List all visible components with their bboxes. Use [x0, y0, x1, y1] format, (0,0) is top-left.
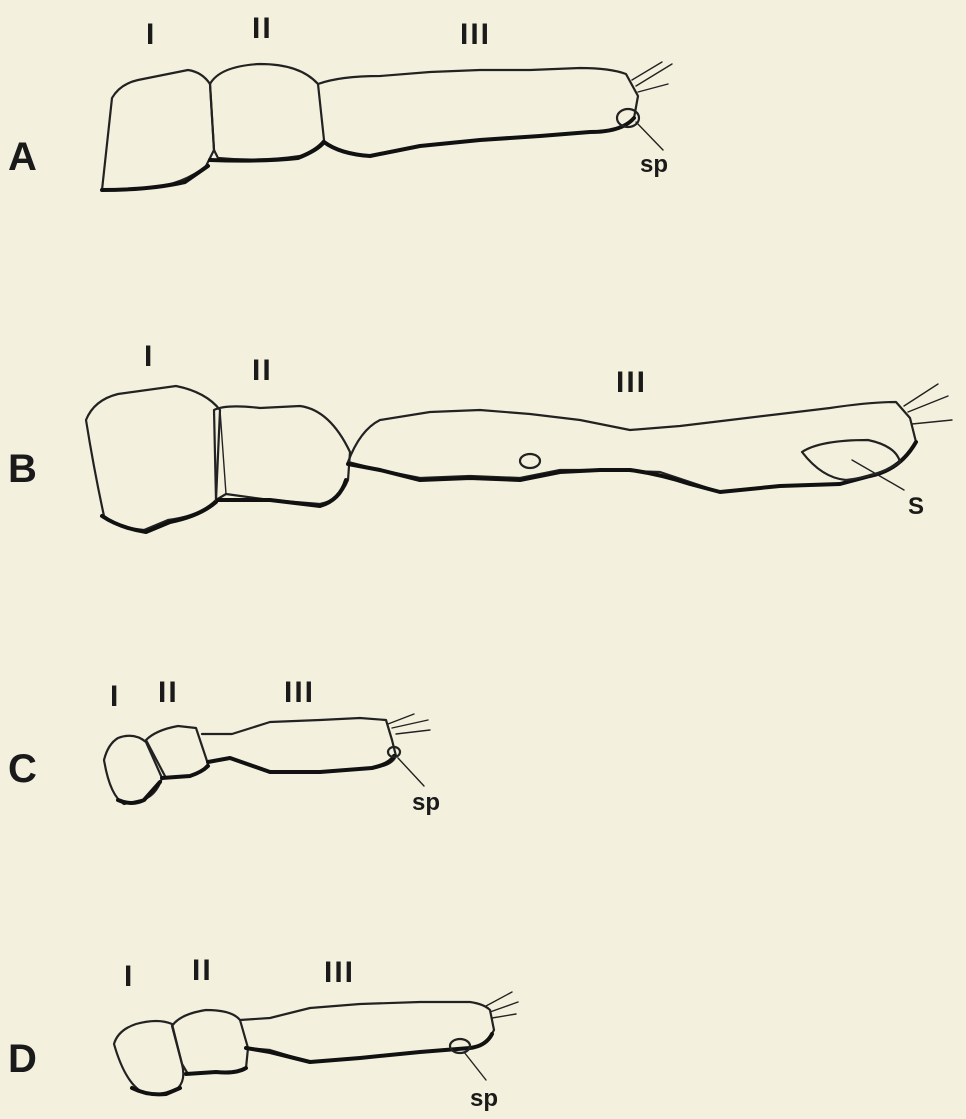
panel-b-segment-i [86, 386, 220, 530]
panel-c-setae [388, 714, 430, 734]
panel-d-spiracle-leader [464, 1052, 486, 1080]
panel-b-segment-ii-ventral-edge [218, 480, 346, 506]
panel-d-segment-i-label: I [124, 960, 134, 993]
panel-c-segment-iii-label: III [284, 676, 315, 709]
panel-b-sclerite [802, 440, 900, 480]
panel-c-label: C [8, 747, 37, 791]
panel-b-pore [520, 454, 540, 468]
panel-b-segment-ii-label: II [252, 354, 273, 387]
panel-b-segment-iii-label: III [616, 366, 647, 399]
panel-b-segment-ii [214, 406, 350, 504]
panel-c-segment-i-label: I [110, 680, 120, 713]
panel-c-spiracle-leader [398, 758, 424, 786]
panel-a: A I II III sp [8, 12, 672, 190]
panel-b-segment-i-ii-suture [220, 410, 226, 494]
panel-c-segment-ii [146, 726, 208, 778]
panel-a-spiracle-leader [636, 122, 663, 150]
panel-a-segment-iii-ventral-edge [324, 118, 634, 156]
panel-c-segment-ii-ventral-edge [162, 766, 208, 778]
panel-a-spiracle-label: sp [640, 151, 668, 178]
panel-c-segment-iii [202, 718, 396, 772]
panel-c-segment-ii-label: II [158, 676, 179, 709]
panel-a-setae [632, 62, 672, 92]
panel-a-segment-i-label: I [146, 18, 156, 51]
panel-d-segment-iii-label: III [324, 956, 355, 989]
panel-a-segment-iii [318, 68, 638, 156]
panel-c: C I II III sp [8, 676, 440, 816]
panel-a-segment-ii [210, 64, 324, 160]
panel-b-segment-iii-ventral-edge [348, 442, 916, 492]
panel-d-spiracle [450, 1039, 470, 1053]
panel-d-segment-ii-label: II [192, 954, 213, 987]
panel-d-segment-iii-ventral-edge [246, 1034, 492, 1062]
panel-c-segment-i [104, 736, 162, 804]
panel-a-segment-ii-label: II [252, 12, 273, 45]
panel-a-label: A [8, 135, 37, 179]
panel-b-sclerite-label: S [908, 493, 924, 520]
panel-c-segment-iii-ventral-edge [208, 756, 394, 772]
panel-d: D I II III sp [8, 954, 518, 1112]
panel-d-spiracle-label: sp [470, 1085, 498, 1112]
panel-a-segment-i-ventral-edge [102, 166, 208, 190]
panel-b-setae [904, 384, 952, 424]
panel-d-segment-ii-ventral-edge [186, 1068, 246, 1074]
panel-b-label: B [8, 447, 37, 491]
panel-d-label: D [8, 1037, 37, 1081]
panel-d-segment-ii [172, 1010, 248, 1074]
panel-b: B I II III S [8, 340, 952, 532]
panel-a-segment-iii-label: III [460, 18, 491, 51]
panel-b-segment-i-label: I [144, 340, 154, 373]
panel-b-segment-i-ventral-edge [102, 502, 216, 532]
panel-d-segment-i-ventral-edge [132, 1088, 180, 1094]
panel-c-spiracle-label: sp [412, 789, 440, 816]
